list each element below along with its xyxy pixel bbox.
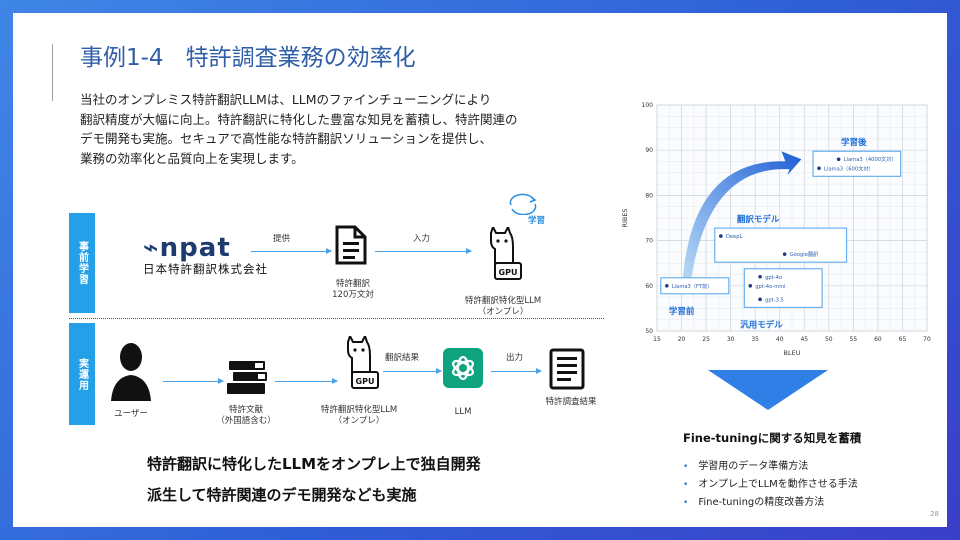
x-tick-label: 70 [923,336,931,343]
finetune-list: •学習用のデータ準備方法 •オンプレ上でLLMを動作させる手法 •Fine-tu… [683,458,858,512]
arrow-output [491,368,542,374]
y-tick-label: 80 [645,192,653,199]
y-tick-label: 90 [645,147,653,154]
data-point [719,234,723,238]
x-tick-label: 60 [874,336,882,343]
llama-gpu-icon: GPU [340,333,380,404]
user-icon [109,341,153,405]
gpu-label: GPU [499,268,518,277]
npat-logo: ⌁npat 日本特許翻訳株式会社 [143,233,268,276]
y-tick-label: 100 [642,102,654,109]
point-label: DeepL [726,234,743,240]
user-label: ユーザー [114,409,148,419]
arrow-result-label: 翻訳結果 [385,353,420,363]
group-label: 学習前 [669,306,695,317]
refresh-icon [507,193,539,219]
books-label: 特許文献（外国語含む） [216,405,276,426]
point-label: Llama3（600文対） [824,164,874,172]
x-tick-label: 45 [800,336,808,343]
description-line: 翻訳精度が大幅に向上。特許翻訳に特化した豊富な知見を蓄積し、特許関連の [80,111,518,127]
x-tick-label: 30 [727,336,735,343]
y-tick-label: 50 [645,328,653,335]
scatter-chart: 15 20 25 30 35 40 45 50 55 60 65 70 50 60 70 80 90 100BLE… [621,102,931,357]
llm-top-label: 特許翻訳特化型LLM（オンプレ） [464,296,542,317]
data-point [758,297,762,302]
arrow-provide-label: 提供 [273,234,291,244]
data-point [817,166,821,171]
llm-label: LLM [454,407,472,417]
arrow-provide [251,248,332,254]
description-line: 業務の効率化と品質向上を実現します。 [80,150,304,166]
down-arrow-icon [708,370,828,414]
highlight-line: 派生して特許関連のデモ開発なども実施 [147,486,417,504]
x-tick-label: 15 [653,336,661,343]
result-label: 特許調査結果 [545,397,597,407]
arrow-user [163,378,224,384]
data-point [782,252,787,256]
x-tick-label: 50 [825,336,833,343]
data-point [836,157,841,162]
arrow-output-label: 出力 [506,353,524,363]
band-operation: 実運用 [69,323,95,425]
books-icon [225,359,269,403]
point-label: Google翻訳 [790,250,819,258]
list-item: •オンプレ上でLLMを動作させる手法 [683,479,858,490]
y-tick-label: 70 [645,238,653,245]
x-tick-label: 25 [702,336,710,343]
x-tick-label: 55 [850,336,858,343]
arrow-input-label: 入力 [413,234,431,244]
llm-mid-label: 特許翻訳特化型LLM（オンプレ） [320,405,398,426]
list-item: •Fine-tuningの精度改善方法 [683,497,825,508]
description-line: 当社のオンプレミス特許翻訳LLMは、LLMのファインチューニングにより [80,92,492,107]
data-point [758,274,762,279]
point-label: Llama3（4000文対） [844,155,897,163]
y-tick-label: 60 [645,283,653,290]
x-axis-label: BLEU [784,349,801,357]
case-number: 事例1-4 [80,45,164,71]
title-text: 特許調査業務の効率化 [185,45,416,71]
llama-gpu-icon: GPU [483,224,523,295]
group-box-before [660,277,730,295]
page-title: 事例1-4 特許調査業務の効率化 [80,38,416,72]
x-tick-label: 65 [899,336,907,343]
data-point [665,284,669,288]
group-label: 汎用モデル [740,319,783,330]
point-label: gpt-4o-mini [755,284,785,290]
gpu-label: GPU [356,377,375,386]
title-divider [52,44,53,101]
section-divider [69,318,604,319]
page-number: 28 [930,510,939,518]
slide: 事例1-4 特許調査業務の効率化 当社のオンプレミス特許翻訳LLMは、LLMのファ… [13,13,947,527]
finetune-title: Fine-tuningに関する知見を蓄積 [683,431,862,445]
openai-icon [443,348,483,392]
x-tick-label: 35 [751,336,759,343]
progress-arrow [682,151,802,286]
list-item: •学習用のデータ準備方法 [683,461,809,472]
x-tick-label: 20 [678,336,686,343]
group-label: 学習後 [841,137,867,148]
y-axis-label: RIBES [621,208,629,227]
band-pretraining: 事前学習 [69,213,95,313]
report-icon [549,348,587,396]
group-box-general [743,268,823,308]
description-line: デモ開発も実施。セキュアで高性能な特許翻訳ソリューションを提供し、 [80,131,493,146]
arrow-books [275,378,338,384]
point-label: gpt-4o [765,275,782,281]
document-icon [335,225,367,269]
group-box-after [812,150,902,177]
point-label: gpt-3.5 [765,297,784,303]
highlight-line: 特許翻訳に特化したLLMをオンプレ上で独自開発 [147,455,481,473]
arrow-result [383,368,442,374]
description: 当社のオンプレミス特許翻訳LLMは、LLMのファインチューニングにより 翻訳精度… [80,90,640,168]
point-label: Llama3（FT前） [672,282,713,290]
npat-logo-text: npat [159,233,231,263]
group-box-translation [714,227,848,263]
x-tick-label: 40 [776,336,784,343]
arrow-input [375,248,472,254]
data-point [748,284,753,288]
npat-company-name: 日本特許翻訳株式会社 [143,262,268,276]
group-label: 翻訳モデル [737,214,780,225]
learn-label: 学習 [528,216,546,226]
